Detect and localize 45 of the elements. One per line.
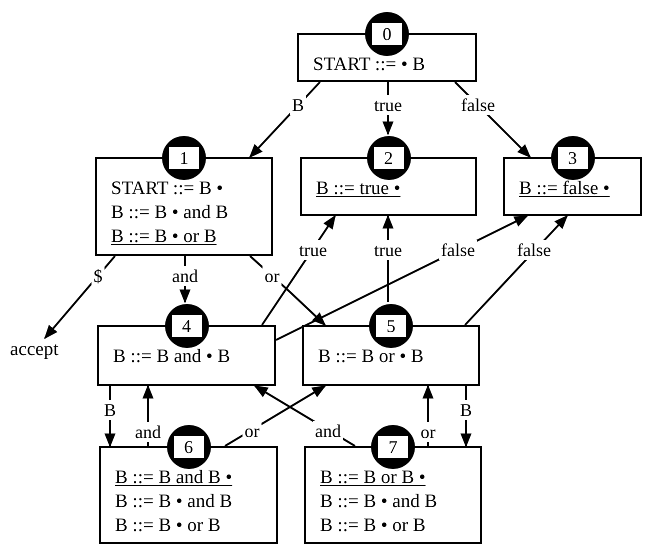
item-text: B ::= B and • B	[113, 345, 230, 369]
item-text: B ::= true •	[316, 177, 400, 201]
state-number: 2	[374, 147, 404, 169]
arrow	[249, 81, 321, 158]
edge-label: B	[458, 400, 474, 420]
arrow	[104, 386, 116, 448]
item-text: B ::= B • and B	[111, 201, 228, 225]
item-text: START ::= B •	[111, 177, 224, 201]
state-number: 1	[169, 147, 199, 169]
state-number: 7	[378, 436, 408, 458]
edge-label: false	[515, 240, 553, 260]
edge-label: true	[372, 240, 404, 260]
item-text: B ::= B or B •	[320, 466, 426, 490]
state-number: 3	[558, 147, 588, 169]
edge-label: and	[133, 422, 163, 442]
edge-label: $	[92, 266, 104, 286]
item-text: B ::= B • or B	[111, 225, 217, 249]
item-text: B ::= false •	[519, 177, 610, 201]
edge-label: true	[372, 95, 404, 115]
edge-label: B	[290, 95, 306, 115]
state-number: 0	[372, 23, 402, 45]
edge-label: false	[439, 240, 477, 260]
arrow	[224, 385, 326, 447]
arrow	[249, 255, 326, 326]
arrow	[422, 384, 434, 446]
edge-label: and	[313, 421, 343, 441]
item-text: START ::= • B	[313, 53, 426, 77]
edge-label: false	[459, 95, 497, 115]
item-text: B ::= B • and B	[115, 490, 232, 514]
state-number: 6	[174, 436, 204, 458]
state-number: 4	[172, 315, 202, 337]
edge-label: true	[297, 240, 329, 260]
item-text: B ::= B • or B	[320, 514, 426, 538]
edge-label: and	[170, 266, 200, 286]
edge-label: B	[102, 400, 118, 420]
accept-label: accept	[10, 338, 80, 362]
edge-label: or	[262, 266, 282, 286]
edge-label: or	[418, 422, 438, 442]
item-text: B ::= B • or B	[115, 514, 221, 538]
item-text: B ::= B • and B	[320, 490, 438, 514]
state-number: 5	[376, 315, 406, 337]
item-text: B ::= B or • B	[318, 345, 424, 369]
arrow	[460, 386, 472, 448]
arrow	[44, 255, 116, 340]
item-text: B ::= B and B •	[115, 466, 232, 490]
